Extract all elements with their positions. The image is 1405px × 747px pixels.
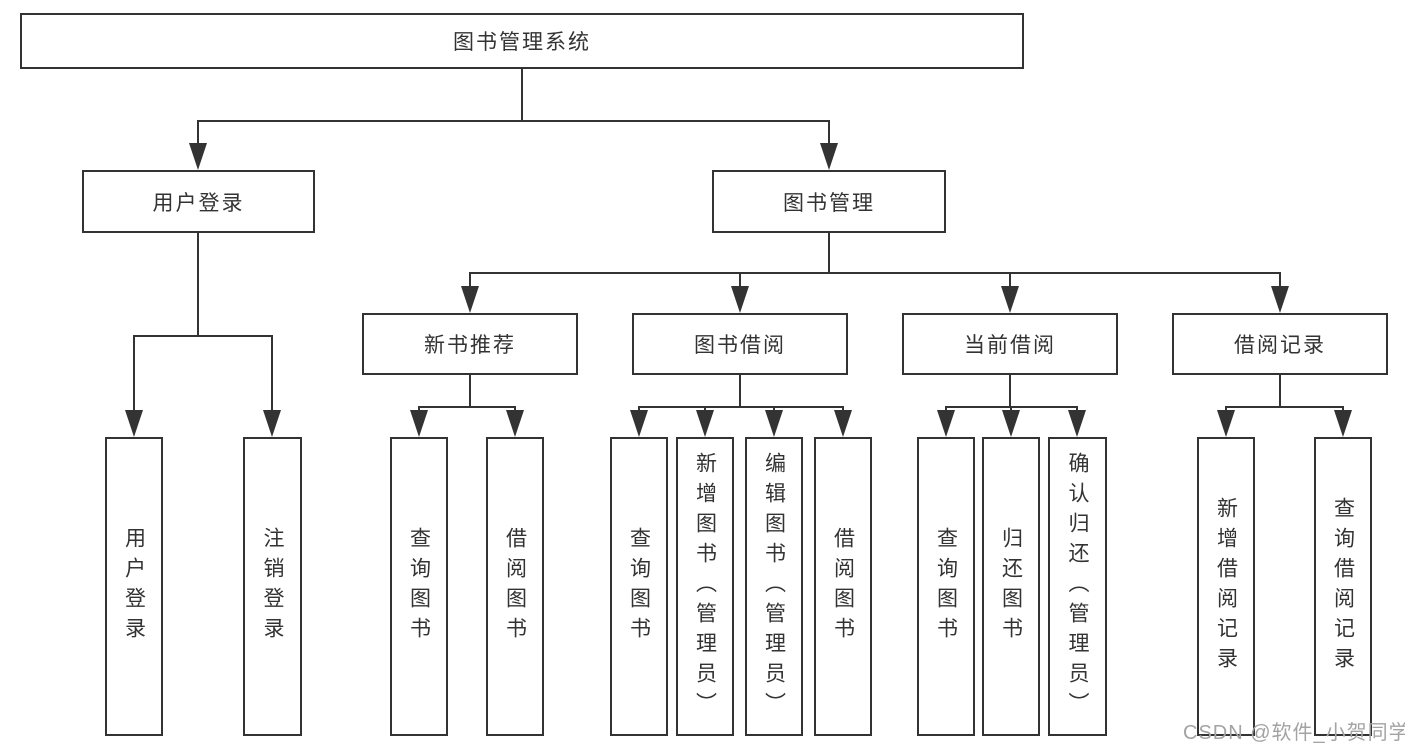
connector-line bbox=[469, 272, 1281, 274]
connector-line bbox=[773, 406, 775, 413]
arrow-down-icon bbox=[1002, 410, 1020, 437]
arrow-down-icon bbox=[189, 143, 207, 170]
arrow-down-icon bbox=[731, 286, 749, 313]
arrow-down-icon bbox=[125, 410, 143, 437]
node-new-book-recommendation: 新书推荐 bbox=[362, 313, 578, 375]
connector-line bbox=[418, 406, 516, 408]
node-user-login: 用户登录 bbox=[82, 170, 315, 233]
connector-line bbox=[133, 335, 135, 412]
arrow-down-icon bbox=[937, 410, 955, 437]
leaf-logout: 注销登录 bbox=[243, 437, 302, 736]
leaf-confirm-return-admin: 确认归还（管理员） bbox=[1048, 437, 1107, 736]
connector-line bbox=[1225, 406, 1227, 413]
node-borrowing-records: 借阅记录 bbox=[1172, 313, 1388, 375]
leaf-borrow-books: 借阅图书 bbox=[814, 437, 872, 736]
connector-line bbox=[1279, 272, 1281, 288]
connector-line bbox=[1342, 406, 1344, 413]
connector-line bbox=[945, 406, 947, 413]
connector-line bbox=[1076, 406, 1078, 413]
arrow-down-icon bbox=[1068, 410, 1086, 437]
leaf-label: 查询图书 bbox=[627, 526, 651, 647]
leaf-label: 新增借阅记录 bbox=[1214, 496, 1238, 677]
connector-line bbox=[469, 272, 471, 288]
leaf-borrow-books-recommend: 借阅图书 bbox=[486, 437, 544, 736]
connector-line bbox=[133, 335, 273, 337]
node-label: 新书推荐 bbox=[424, 334, 516, 357]
connector-line bbox=[828, 233, 830, 274]
connector-line bbox=[521, 69, 523, 120]
connector-line bbox=[1009, 272, 1011, 288]
leaf-edit-books-admin: 编辑图书（管理员） bbox=[745, 437, 803, 736]
leaf-label: 新增图书（管理员） bbox=[693, 451, 717, 722]
leaf-user-login: 用户登录 bbox=[105, 437, 163, 736]
arrow-down-icon bbox=[630, 410, 648, 437]
arrow-down-icon bbox=[506, 410, 524, 437]
leaf-label: 借阅图书 bbox=[831, 526, 855, 647]
arrow-down-icon bbox=[263, 410, 281, 437]
connector-line bbox=[842, 406, 844, 413]
connector-line bbox=[1009, 375, 1011, 408]
leaf-label: 查询图书 bbox=[407, 526, 431, 647]
leaf-add-borrow-record: 新增借阅记录 bbox=[1197, 437, 1255, 736]
leaf-label: 编辑图书（管理员） bbox=[762, 451, 786, 722]
arrow-down-icon bbox=[834, 410, 852, 437]
node-label: 图书管理系统 bbox=[453, 31, 591, 54]
arrow-down-icon bbox=[1001, 286, 1019, 313]
node-label: 当前借阅 bbox=[964, 334, 1056, 357]
leaf-label: 注销登录 bbox=[261, 526, 284, 647]
connector-line bbox=[638, 406, 640, 413]
connector-line bbox=[197, 120, 199, 145]
node-label: 借阅记录 bbox=[1234, 334, 1326, 357]
leaf-query-borrow-record: 查询借阅记录 bbox=[1314, 437, 1372, 736]
leaf-label: 归还图书 bbox=[999, 526, 1023, 647]
node-book-borrowing: 图书借阅 bbox=[632, 313, 848, 375]
arrow-down-icon bbox=[461, 286, 479, 313]
connector-line bbox=[1010, 406, 1012, 413]
node-current-borrowing: 当前借阅 bbox=[902, 313, 1118, 375]
arrow-down-icon bbox=[410, 410, 428, 437]
connector-line bbox=[197, 233, 199, 335]
node-library-management-system: 图书管理系统 bbox=[20, 13, 1024, 69]
watermark: CSDN @软件_小贺同学 bbox=[1183, 722, 1405, 744]
connector-line bbox=[271, 335, 273, 412]
connector-line bbox=[739, 272, 741, 288]
node-book-management: 图书管理 bbox=[712, 170, 946, 233]
connector-line bbox=[828, 120, 830, 145]
connector-line bbox=[197, 120, 830, 122]
leaf-add-books-admin: 新增图书（管理员） bbox=[676, 437, 734, 736]
node-label: 用户登录 bbox=[152, 191, 245, 215]
arrow-down-icon bbox=[765, 410, 783, 437]
leaf-label: 查询图书 bbox=[934, 526, 958, 647]
connector-line bbox=[1225, 406, 1344, 408]
connector-line bbox=[418, 406, 420, 413]
node-label: 图书借阅 bbox=[694, 334, 786, 357]
connector-line bbox=[638, 406, 844, 408]
leaf-query-books-borrowing: 查询图书 bbox=[610, 437, 668, 736]
arrow-down-icon bbox=[1217, 410, 1235, 437]
leaf-query-books-current: 查询图书 bbox=[917, 437, 975, 736]
arrow-down-icon bbox=[696, 410, 714, 437]
connector-line bbox=[469, 375, 471, 408]
connector-line bbox=[739, 375, 741, 408]
arrow-down-icon bbox=[820, 143, 838, 170]
connector-line bbox=[1279, 375, 1281, 408]
leaf-label: 用户登录 bbox=[122, 526, 146, 647]
leaf-return-books: 归还图书 bbox=[982, 437, 1040, 736]
connector-line bbox=[514, 406, 516, 413]
leaf-label: 查询借阅记录 bbox=[1331, 496, 1355, 677]
leaf-label: 借阅图书 bbox=[503, 526, 527, 647]
connector-line bbox=[704, 406, 706, 413]
leaf-label: 确认归还（管理员） bbox=[1066, 451, 1089, 722]
leaf-query-books-recommend: 查询图书 bbox=[390, 437, 448, 736]
arrow-down-icon bbox=[1271, 286, 1289, 313]
arrow-down-icon bbox=[1334, 410, 1352, 437]
node-label: 图书管理 bbox=[783, 191, 875, 215]
